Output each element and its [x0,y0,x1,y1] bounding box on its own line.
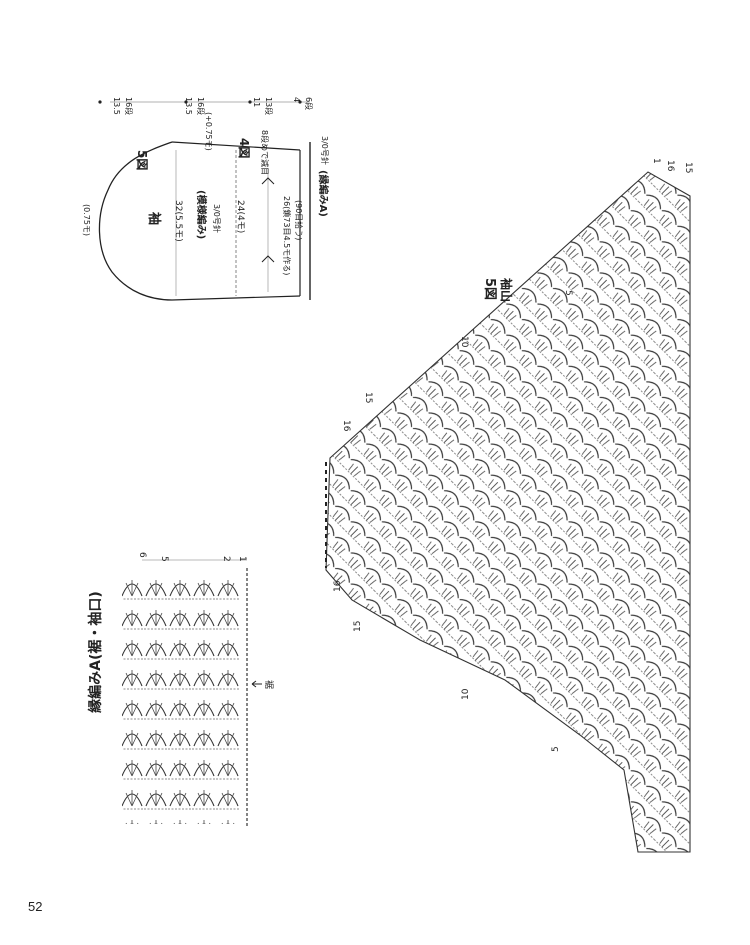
cap-row-mark-lower-15: 15 [353,621,363,632]
schematic-pickup: (90目拾う) [294,200,304,240]
cap-row-mark-right-1: 1 [651,158,661,164]
cap-row-mark-right-16: 16 [665,160,675,172]
cap-row-mark-upper-5: 5 [563,290,573,296]
schematic-figure-label: 5図 [135,150,149,170]
schematic-row-count-2-rows: 16段 [196,97,206,115]
border-direction-label: 裾 [263,680,275,689]
schematic-row-count-4-cm: 4 [292,97,301,102]
cap-title: 袖山 [499,278,514,302]
border-row-number-5: 5 [159,556,169,562]
cap-row-mark-lower-10: 10 [461,688,471,700]
schematic-decrease-note: 8段めで減目 [260,130,270,175]
cap-row-mark-upper-15: 15 [363,392,373,403]
cap-row-mark-right-15: 15 [683,162,693,173]
page-number: 52 [28,899,43,914]
border-chart-title: 縁編みA(裾・袖口) [87,591,104,713]
cap-row-mark-lower-5: 5 [551,746,561,752]
schematic-row-count-4-rows: 6段 [304,97,314,110]
schematic-row-count-1-cm: 13.5 [112,97,121,115]
sleeve-schematic: 13.5 16段 13.5 16段 11 13段 4 6段 5図 4図 (0.7… [82,97,330,301]
schematic-cap-width: 32(5.5モ) [173,200,183,242]
schematic-body-width: 24(4モ) [235,200,245,233]
schematic-row-count-1-rows: 16段 [124,97,134,115]
border-stitch-field [122,572,240,824]
border-row-number-2: 2 [221,556,231,562]
schematic-figure-label-alt: 4図 [237,138,251,158]
schematic-hook-main: 3/0号針 [212,204,222,233]
schematic-part-name: 袖 [146,212,162,225]
sleeve-cap-chart: 5図 袖山 1 16 15 5 10 15 16 16 15 10 5 [325,158,693,853]
schematic-row-count-3-cm: 11 [252,97,261,107]
cap-figure-label: 5図 [482,278,497,300]
schematic-row-count-2-cm: 13.5 [184,97,193,115]
cap-row-mark-lower-16: 16 [333,580,343,592]
border-row-number-1: 1 [237,556,247,562]
schematic-row-count-3-rows: 13段 [264,97,274,115]
cap-stitch-field [326,172,690,852]
border-chart-a: 縁編みA(裾・袖口) 6 5 2 1 裾 [87,552,275,828]
schematic-border-name: (縁編みA) [317,170,330,217]
schematic-border-hook: 3/0号針 [320,136,330,165]
schematic-increase-note: (+0.75モ) [204,112,213,151]
schematic-cuff-width: 26(鎖73目4.5モ作る) [282,196,292,275]
cap-row-mark-upper-10: 10 [459,336,469,348]
border-row-number-6: 6 [137,552,147,558]
schematic-pattern-name: (模様編み) [195,190,208,239]
schematic-top-width: (0.75モ) [82,204,91,236]
cap-row-mark-upper-16: 16 [341,420,351,432]
